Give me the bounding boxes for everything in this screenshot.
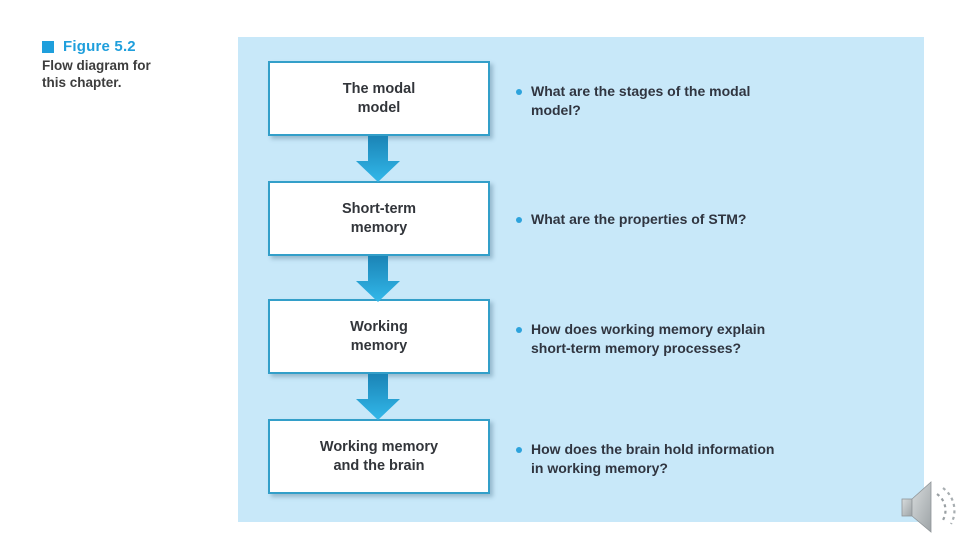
- speaker-icon[interactable]: [899, 476, 959, 538]
- flow-box-modal-model: The modal model: [268, 61, 490, 136]
- flow-box-short-term-memory: Short-term memory: [268, 181, 490, 256]
- down-arrow-icon: [356, 374, 400, 420]
- bullet-icon: [516, 327, 522, 333]
- figure-caption-text: Flow diagram for this chapter.: [42, 58, 151, 90]
- bullet-icon: [516, 217, 522, 223]
- question-text: How does working memory explain short-te…: [531, 321, 766, 356]
- diagram-panel: The modal model Short-term memory Workin…: [238, 37, 924, 522]
- blue-square-icon: [42, 40, 54, 53]
- question-item: What are the properties of STM?: [516, 210, 886, 229]
- question-text: How does the brain hold information in w…: [531, 441, 775, 476]
- down-arrow-icon: [356, 256, 400, 302]
- figure-label: Figure 5.2: [63, 38, 136, 55]
- flow-box-working-memory: Working memory: [268, 299, 490, 374]
- bullet-icon: [516, 89, 522, 95]
- question-item: What are the stages of the modal model?: [516, 82, 886, 119]
- bullet-icon: [516, 447, 522, 453]
- question-text: What are the properties of STM?: [531, 211, 747, 227]
- question-item: How does working memory explain short-te…: [516, 320, 886, 357]
- question-text: What are the stages of the modal model?: [531, 83, 751, 118]
- figure-label-row: Figure 5.2: [42, 38, 227, 55]
- figure-caption: Figure 5.2 Flow diagram for this chapter…: [42, 38, 227, 91]
- question-item: How does the brain hold information in w…: [516, 440, 886, 477]
- flow-box-working-memory-brain: Working memory and the brain: [268, 419, 490, 494]
- down-arrow-icon: [356, 136, 400, 182]
